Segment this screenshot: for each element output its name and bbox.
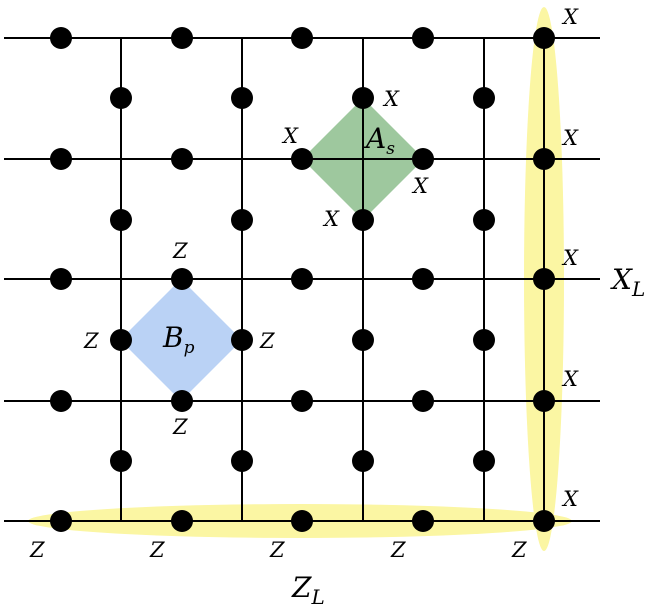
qubit <box>533 27 555 49</box>
star-x-label: X <box>382 87 400 111</box>
qubit <box>533 148 555 170</box>
qubit <box>412 148 434 170</box>
logical-x-qubit-label: X <box>561 5 579 29</box>
qubit <box>352 87 374 109</box>
qubit <box>171 268 193 290</box>
plaquette-z-label: Z <box>172 415 188 439</box>
qubit <box>533 390 555 412</box>
plaquette-z-label: Z <box>172 239 188 263</box>
qubit <box>231 209 253 231</box>
qubit <box>171 148 193 170</box>
qubit <box>352 450 374 472</box>
plaquette-operator-label: Bp <box>162 321 195 358</box>
qubit <box>473 209 495 231</box>
qubit <box>473 450 495 472</box>
qubit <box>412 510 434 532</box>
qubit <box>231 450 253 472</box>
star-operator-label: As <box>363 122 395 159</box>
vertical-edge-qubits <box>110 87 495 472</box>
qubit <box>110 209 132 231</box>
star-x-label: X <box>411 174 429 198</box>
qubit <box>231 329 253 351</box>
qubit <box>291 390 313 412</box>
star-x-label: X <box>322 207 340 231</box>
qubit <box>110 329 132 351</box>
qubit <box>50 27 72 49</box>
logical-z-label: ZL <box>291 571 325 609</box>
qubit <box>171 27 193 49</box>
logical-x-qubit-label: X <box>561 126 579 150</box>
qubit <box>352 329 374 351</box>
qubit <box>291 27 313 49</box>
qubit <box>110 450 132 472</box>
qubit <box>412 27 434 49</box>
qubit <box>291 148 313 170</box>
qubit <box>533 510 555 532</box>
logical-x-qubit-label: X <box>561 367 579 391</box>
horizontal-edge-qubits <box>50 27 555 532</box>
star-x-label: X <box>281 124 299 148</box>
logical-z-qubit-label: Z <box>390 538 406 562</box>
qubit <box>50 148 72 170</box>
logical-z-qubit-label: Z <box>149 538 165 562</box>
logical-x-label: XL <box>610 263 645 301</box>
qubit <box>50 510 72 532</box>
qubit <box>473 329 495 351</box>
qubit <box>171 510 193 532</box>
plaquette-z-label: Z <box>259 329 275 353</box>
qubit <box>291 268 313 290</box>
qubit <box>50 390 72 412</box>
qubit <box>50 268 72 290</box>
qubit <box>473 87 495 109</box>
logical-x-qubit-label: X <box>561 246 579 270</box>
qubit <box>231 87 253 109</box>
logical-z-qubit-label: Z <box>29 538 45 562</box>
logical-z-qubit-label: Z <box>269 538 285 562</box>
plaquette-operator-diamond <box>120 279 242 401</box>
qubit <box>171 390 193 412</box>
qubit <box>110 87 132 109</box>
plaquette-z-label: Z <box>83 329 99 353</box>
logical-z-qubit-label: Z <box>511 538 527 562</box>
logical-x-qubit-label: X <box>561 487 579 511</box>
qubit <box>291 510 313 532</box>
qubit <box>412 268 434 290</box>
qubit <box>533 268 555 290</box>
qubit <box>352 209 374 231</box>
qubit <box>412 390 434 412</box>
